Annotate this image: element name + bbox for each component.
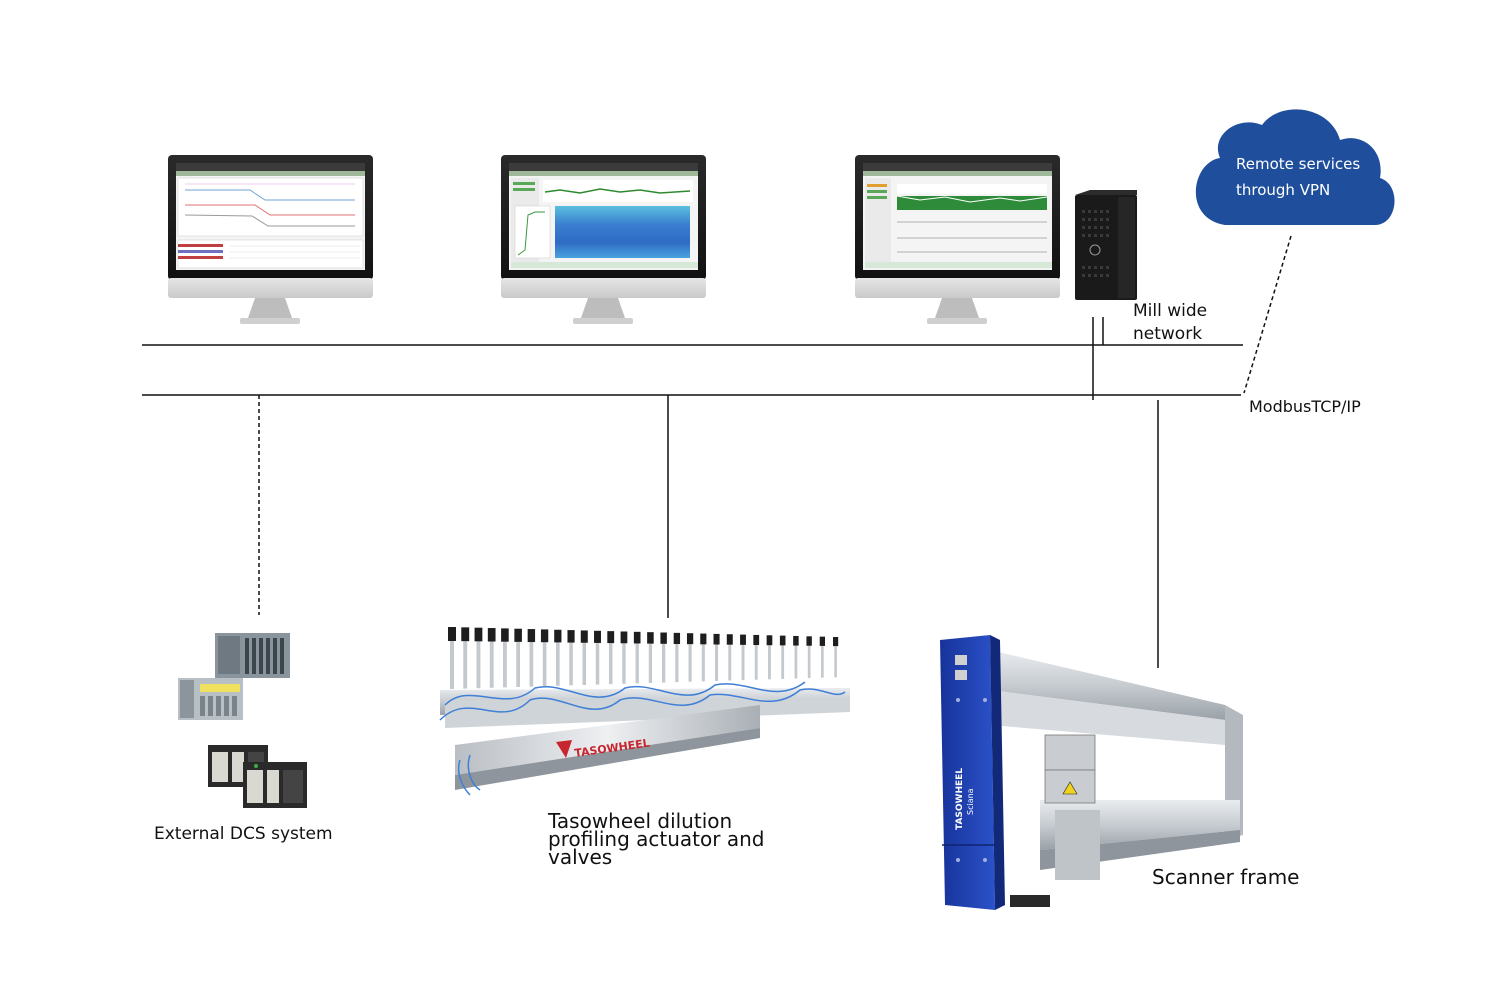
actuator-unit: [461, 627, 470, 689]
cloud-label-line2: through VPN: [1236, 181, 1330, 199]
actuator-unit: [647, 632, 654, 683]
actuator-unit: [487, 628, 496, 688]
mill-network-label-line1: Mill wide: [1133, 301, 1208, 321]
actuator-unit: [766, 635, 773, 680]
actuator-unit: [686, 633, 694, 682]
actuator-unit: [833, 637, 839, 678]
actuator-label-line3: valves: [548, 845, 613, 869]
actuator-unit: [660, 632, 667, 683]
plc-module-icon: [208, 745, 307, 808]
actuator-unit: [700, 633, 707, 682]
actuator-unit: [567, 630, 575, 686]
actuator-unit: [620, 631, 628, 684]
actuator-unit: [514, 628, 522, 687]
scanner-brand-sub: Sciana: [966, 788, 975, 815]
monitor-icon: [855, 155, 1060, 324]
mill-network-label-line2: network: [1133, 324, 1203, 344]
actuator-unit: [806, 636, 812, 679]
actuator-unit: [554, 629, 562, 686]
actuator-unit: [673, 632, 681, 683]
actuator-unit: [594, 630, 601, 685]
monitor-icon: [501, 155, 706, 324]
actuator-unit: [448, 627, 456, 689]
actuator-unit: [753, 634, 760, 680]
mill-network-label: Mill wide network: [1133, 300, 1207, 346]
actuator-label-line1: Tasowheel dilution: [548, 809, 733, 833]
workstation-tower-icon: [1075, 190, 1137, 300]
actuator-unit: [819, 636, 826, 678]
scanner-brand-text: TASOWHEEL: [955, 768, 965, 830]
actuator-unit: [633, 631, 641, 684]
scanner-label: Scanner frame: [1152, 865, 1300, 889]
actuator-units: [448, 627, 839, 689]
actuator-unit: [540, 629, 549, 687]
vpn-link: [1243, 235, 1292, 394]
actuator-unit: [501, 628, 509, 688]
actuator-unit: [779, 635, 786, 679]
actuator-unit: [740, 634, 746, 681]
actuator-unit: [527, 629, 536, 687]
actuator-unit: [580, 630, 588, 685]
scanner-logo: TASOWHEEL Sciana: [955, 768, 975, 830]
cloud-label-line1: Remote services: [1236, 155, 1360, 173]
actuator-unit: [793, 635, 799, 679]
cloud-icon: Remote services through VPN: [1195, 109, 1395, 225]
actuator-unit: [607, 631, 615, 685]
actuator-label: Tasowheel dilution profiling actuator an…: [548, 809, 765, 869]
actuator-rail-icon: TASOWHEEL: [439, 627, 850, 796]
scanner-frame-icon: TASOWHEEL Sciana: [940, 635, 1243, 910]
actuator-unit: [474, 627, 483, 689]
monitor-icon: [168, 155, 373, 324]
plc-module-icon: [178, 633, 290, 720]
network-lines: [142, 235, 1292, 668]
actuator-label-line2: profiling actuator and: [548, 827, 765, 851]
actuator-unit: [726, 634, 733, 681]
modbus-label: ModbusTCP/IP: [1249, 397, 1361, 416]
dcs-label: External DCS system: [154, 824, 333, 844]
actuator-unit: [713, 633, 720, 681]
